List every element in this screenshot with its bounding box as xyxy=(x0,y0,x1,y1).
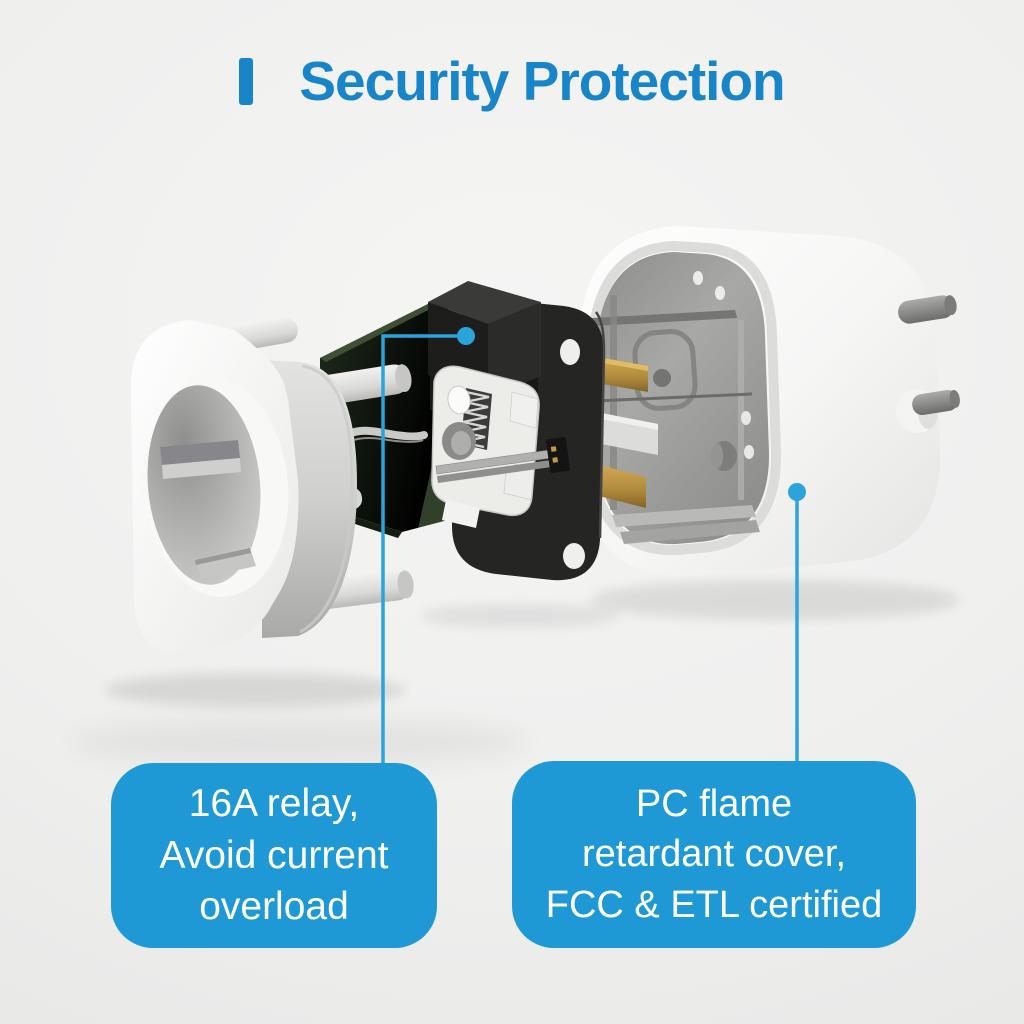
callout-line: retardant cover, xyxy=(581,833,847,876)
front-cover xyxy=(130,320,299,653)
callout-cover: PC flame retardant cover, FCC & ETL cert… xyxy=(512,761,916,948)
leader-line-relay xyxy=(381,334,466,766)
rear-shell xyxy=(580,226,960,577)
leader-dot-cover xyxy=(788,483,806,501)
callout-line: PC flame xyxy=(635,783,793,826)
callout-relay: 16A relay, Avoid current overload xyxy=(111,763,437,948)
relay-mechanism xyxy=(431,365,571,528)
plate-screw-hole-top xyxy=(560,339,580,365)
plate-screw-hole-bottom xyxy=(563,543,585,569)
callout-line: overload xyxy=(199,885,349,929)
plug-pin-bottom xyxy=(896,389,960,433)
callout-line: 16A relay, xyxy=(188,782,360,826)
leader-dot-relay xyxy=(457,327,475,345)
title-accent-bar xyxy=(239,57,254,105)
plug-pin-top xyxy=(898,295,957,324)
callout-line: FCC & ETL certified xyxy=(545,883,883,926)
leader-lines xyxy=(381,334,799,766)
callout-line: Avoid current xyxy=(159,833,389,877)
title-row: Security Protection xyxy=(0,50,1024,112)
socket-recess xyxy=(147,385,261,585)
cast-shadows xyxy=(70,580,960,766)
recess-slot xyxy=(160,440,241,479)
page-title: Security Protection xyxy=(299,49,785,112)
recess-bottom-step xyxy=(195,548,256,578)
